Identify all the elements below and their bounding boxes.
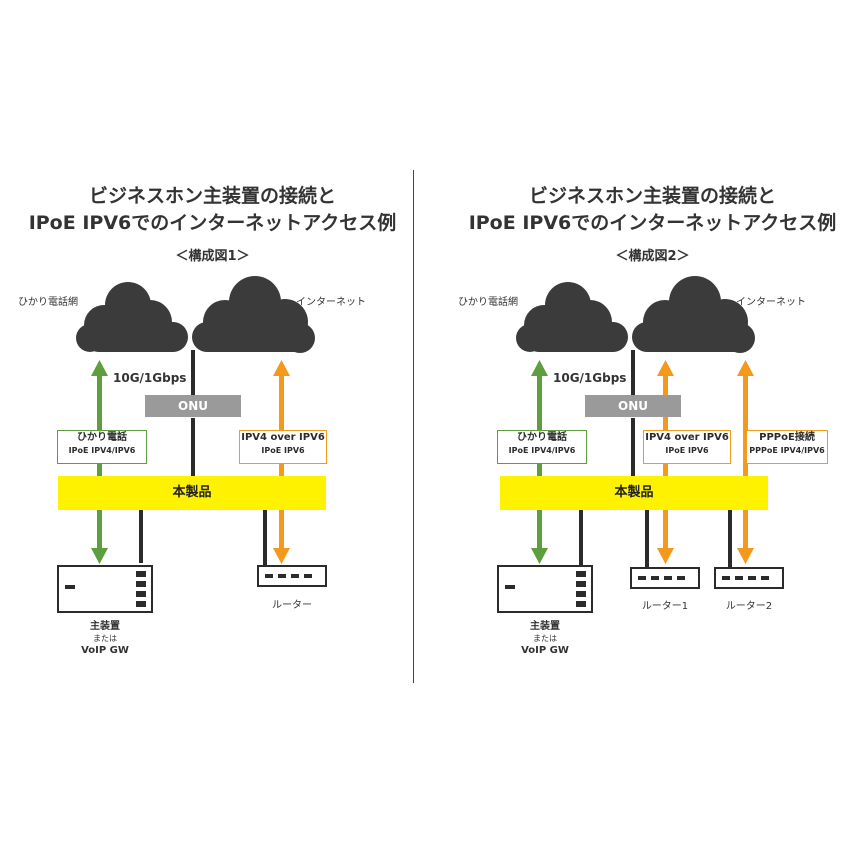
cloud-left-icon — [516, 282, 628, 352]
ipv4-over-ipv6-box: IPV4 over IPV6 IPoE IPV6 — [239, 430, 327, 464]
main-device-label: 主装置 または VoIP GW — [500, 620, 590, 658]
router-label: ルーター — [272, 600, 312, 611]
speed-label: 10G/1Gbps — [553, 371, 627, 385]
cloud-left-icon — [76, 282, 188, 352]
main-device-icon — [497, 565, 593, 613]
diagram-panel-2: ビジネスホン主装置の接続と IPoE IPV6でのインターネットアクセス例 ＜構… — [440, 0, 851, 851]
main-device-icon — [57, 565, 153, 613]
router1-label: ルーター1 — [641, 601, 689, 612]
onu-box: ONU — [585, 395, 681, 417]
box-subtitle: IPoE IPV6 — [261, 446, 305, 455]
panel-title: ビジネスホン主装置の接続と IPoE IPV6でのインターネットアクセス例 — [440, 183, 851, 237]
main-device-line3: VoIP GW — [81, 645, 129, 656]
box-title: IPV4 over IPV6 — [645, 432, 729, 443]
box-title: ひかり電話 — [517, 432, 567, 443]
main-device-line2: または — [93, 634, 117, 643]
box-title: ひかり電話 — [77, 432, 127, 443]
box-subtitle: PPPoE IPV4/IPV6 — [749, 446, 825, 455]
cloud-right-icon — [192, 276, 315, 353]
cloud-left-label: ひかり電話網 — [458, 297, 518, 308]
product-bar: 本製品 — [58, 476, 326, 510]
title-line-1: ビジネスホン主装置の接続と — [528, 185, 776, 207]
cloud-left-label: ひかり電話網 — [18, 297, 78, 308]
panel-subtitle: ＜構成図1＞ — [175, 249, 250, 264]
title-line-1: ビジネスホン主装置の接続と — [88, 185, 336, 207]
panel-subtitle: ＜構成図2＞ — [615, 249, 690, 264]
speed-label: 10G/1Gbps — [113, 371, 187, 385]
main-device-line3: VoIP GW — [521, 645, 569, 656]
ipv4-over-ipv6-box: IPV4 over IPV6 IPoE IPV6 — [643, 430, 731, 464]
diagram-graphics — [497, 276, 784, 613]
hikari-denwa-box: ひかり電話 IPoE IPV4/IPV6 — [497, 430, 587, 464]
cloud-right-icon — [632, 276, 755, 353]
router1-icon — [630, 567, 700, 589]
box-title: PPPoE接続 — [759, 432, 815, 443]
panel-title: ビジネスホン主装置の接続と IPoE IPV6でのインターネットアクセス例 — [0, 183, 425, 237]
box-subtitle: IPoE IPV6 — [665, 446, 709, 455]
main-device-line1: 主装置 — [90, 621, 120, 632]
hikari-denwa-box: ひかり電話 IPoE IPV4/IPV6 — [57, 430, 147, 464]
pppoe-box: PPPoE接続 PPPoE IPV4/IPV6 — [746, 430, 828, 464]
orange-arrow-2 — [737, 360, 754, 564]
main-device-line2: または — [533, 634, 557, 643]
panel-divider — [413, 170, 414, 683]
box-subtitle: IPoE IPV4/IPV6 — [68, 446, 136, 455]
router-icon — [257, 565, 327, 587]
main-device-label: 主装置 または VoIP GW — [60, 620, 150, 658]
main-device-line1: 主装置 — [530, 621, 560, 632]
title-line-2: IPoE IPV6でのインターネットアクセス例 — [28, 212, 397, 234]
onu-box: ONU — [145, 395, 241, 417]
diagram-graphics — [57, 276, 327, 613]
router2-icon — [714, 567, 784, 589]
diagram-panel-1: ビジネスホン主装置の接続と IPoE IPV6でのインターネットアクセス例 ＜構… — [0, 0, 425, 851]
router2-label: ルーター2 — [725, 601, 773, 612]
product-bar: 本製品 — [500, 476, 768, 510]
cloud-right-label: インターネット — [736, 297, 806, 308]
box-subtitle: IPoE IPV4/IPV6 — [508, 446, 576, 455]
cloud-right-label: インターネット — [296, 297, 366, 308]
box-title: IPV4 over IPV6 — [241, 432, 325, 443]
title-line-2: IPoE IPV6でのインターネットアクセス例 — [468, 212, 837, 234]
